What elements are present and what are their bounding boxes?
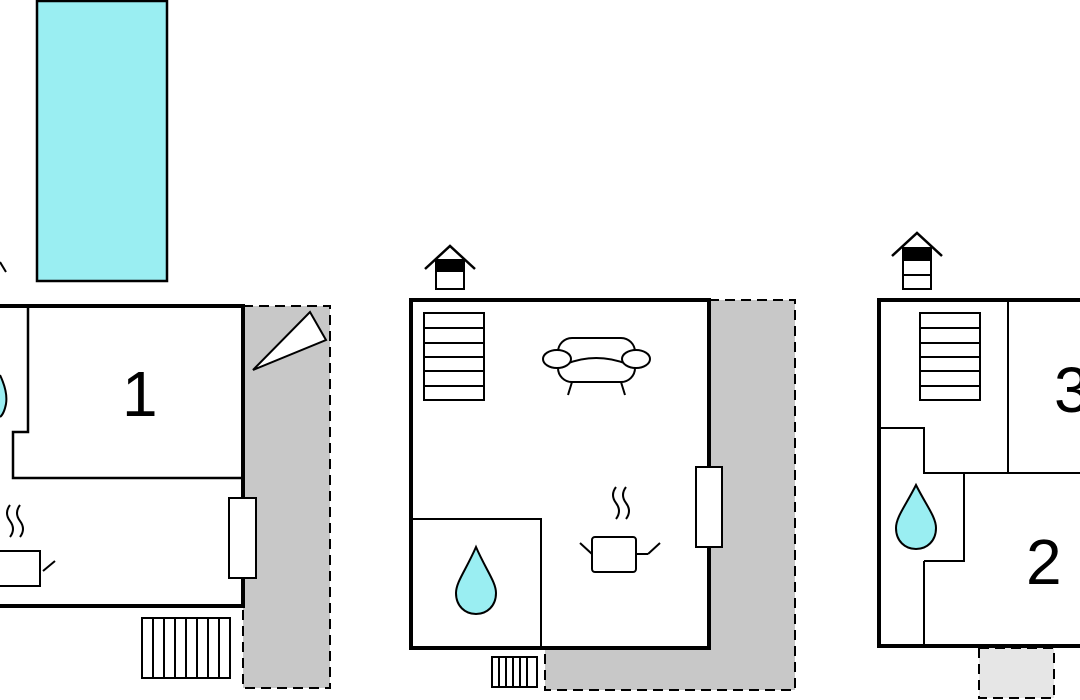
plan-upper-floor: 3 2 xyxy=(877,231,1080,699)
kitchen-pot-icon xyxy=(579,486,661,573)
room-number-3: 3 xyxy=(1054,354,1080,426)
entrance-icon-partial xyxy=(0,261,7,273)
room-number-1: 1 xyxy=(122,358,158,430)
bathroom-wall xyxy=(411,518,542,648)
house-wall xyxy=(0,304,245,608)
window-icon xyxy=(228,497,257,579)
bathroom-drop-icon xyxy=(894,482,938,551)
entrance-icon xyxy=(424,244,476,290)
room-number-2: 2 xyxy=(1026,526,1062,598)
interior-wall xyxy=(879,427,1080,474)
bathroom-drop-icon xyxy=(454,544,498,616)
radiator-icon xyxy=(491,656,538,688)
entrance-icon xyxy=(891,231,943,290)
terrace-area xyxy=(978,647,1055,699)
plan-middle-floor xyxy=(409,244,796,691)
window-icon xyxy=(695,466,723,548)
plan-ground-floor: 1 xyxy=(0,0,331,689)
house-wall xyxy=(877,298,1080,648)
umbrella-triangle-icon xyxy=(252,310,328,371)
interior-wall xyxy=(11,306,243,480)
radiator-icon xyxy=(141,617,231,679)
pool-icon xyxy=(35,0,169,283)
bathroom-wall xyxy=(924,473,965,562)
stairs-icon xyxy=(919,312,981,401)
kitchen-pot-icon xyxy=(0,504,56,587)
sofa-icon xyxy=(542,337,651,396)
bathroom-drop-icon-partial xyxy=(0,374,8,418)
stairs-icon xyxy=(423,312,485,401)
terrace-area xyxy=(242,305,331,689)
